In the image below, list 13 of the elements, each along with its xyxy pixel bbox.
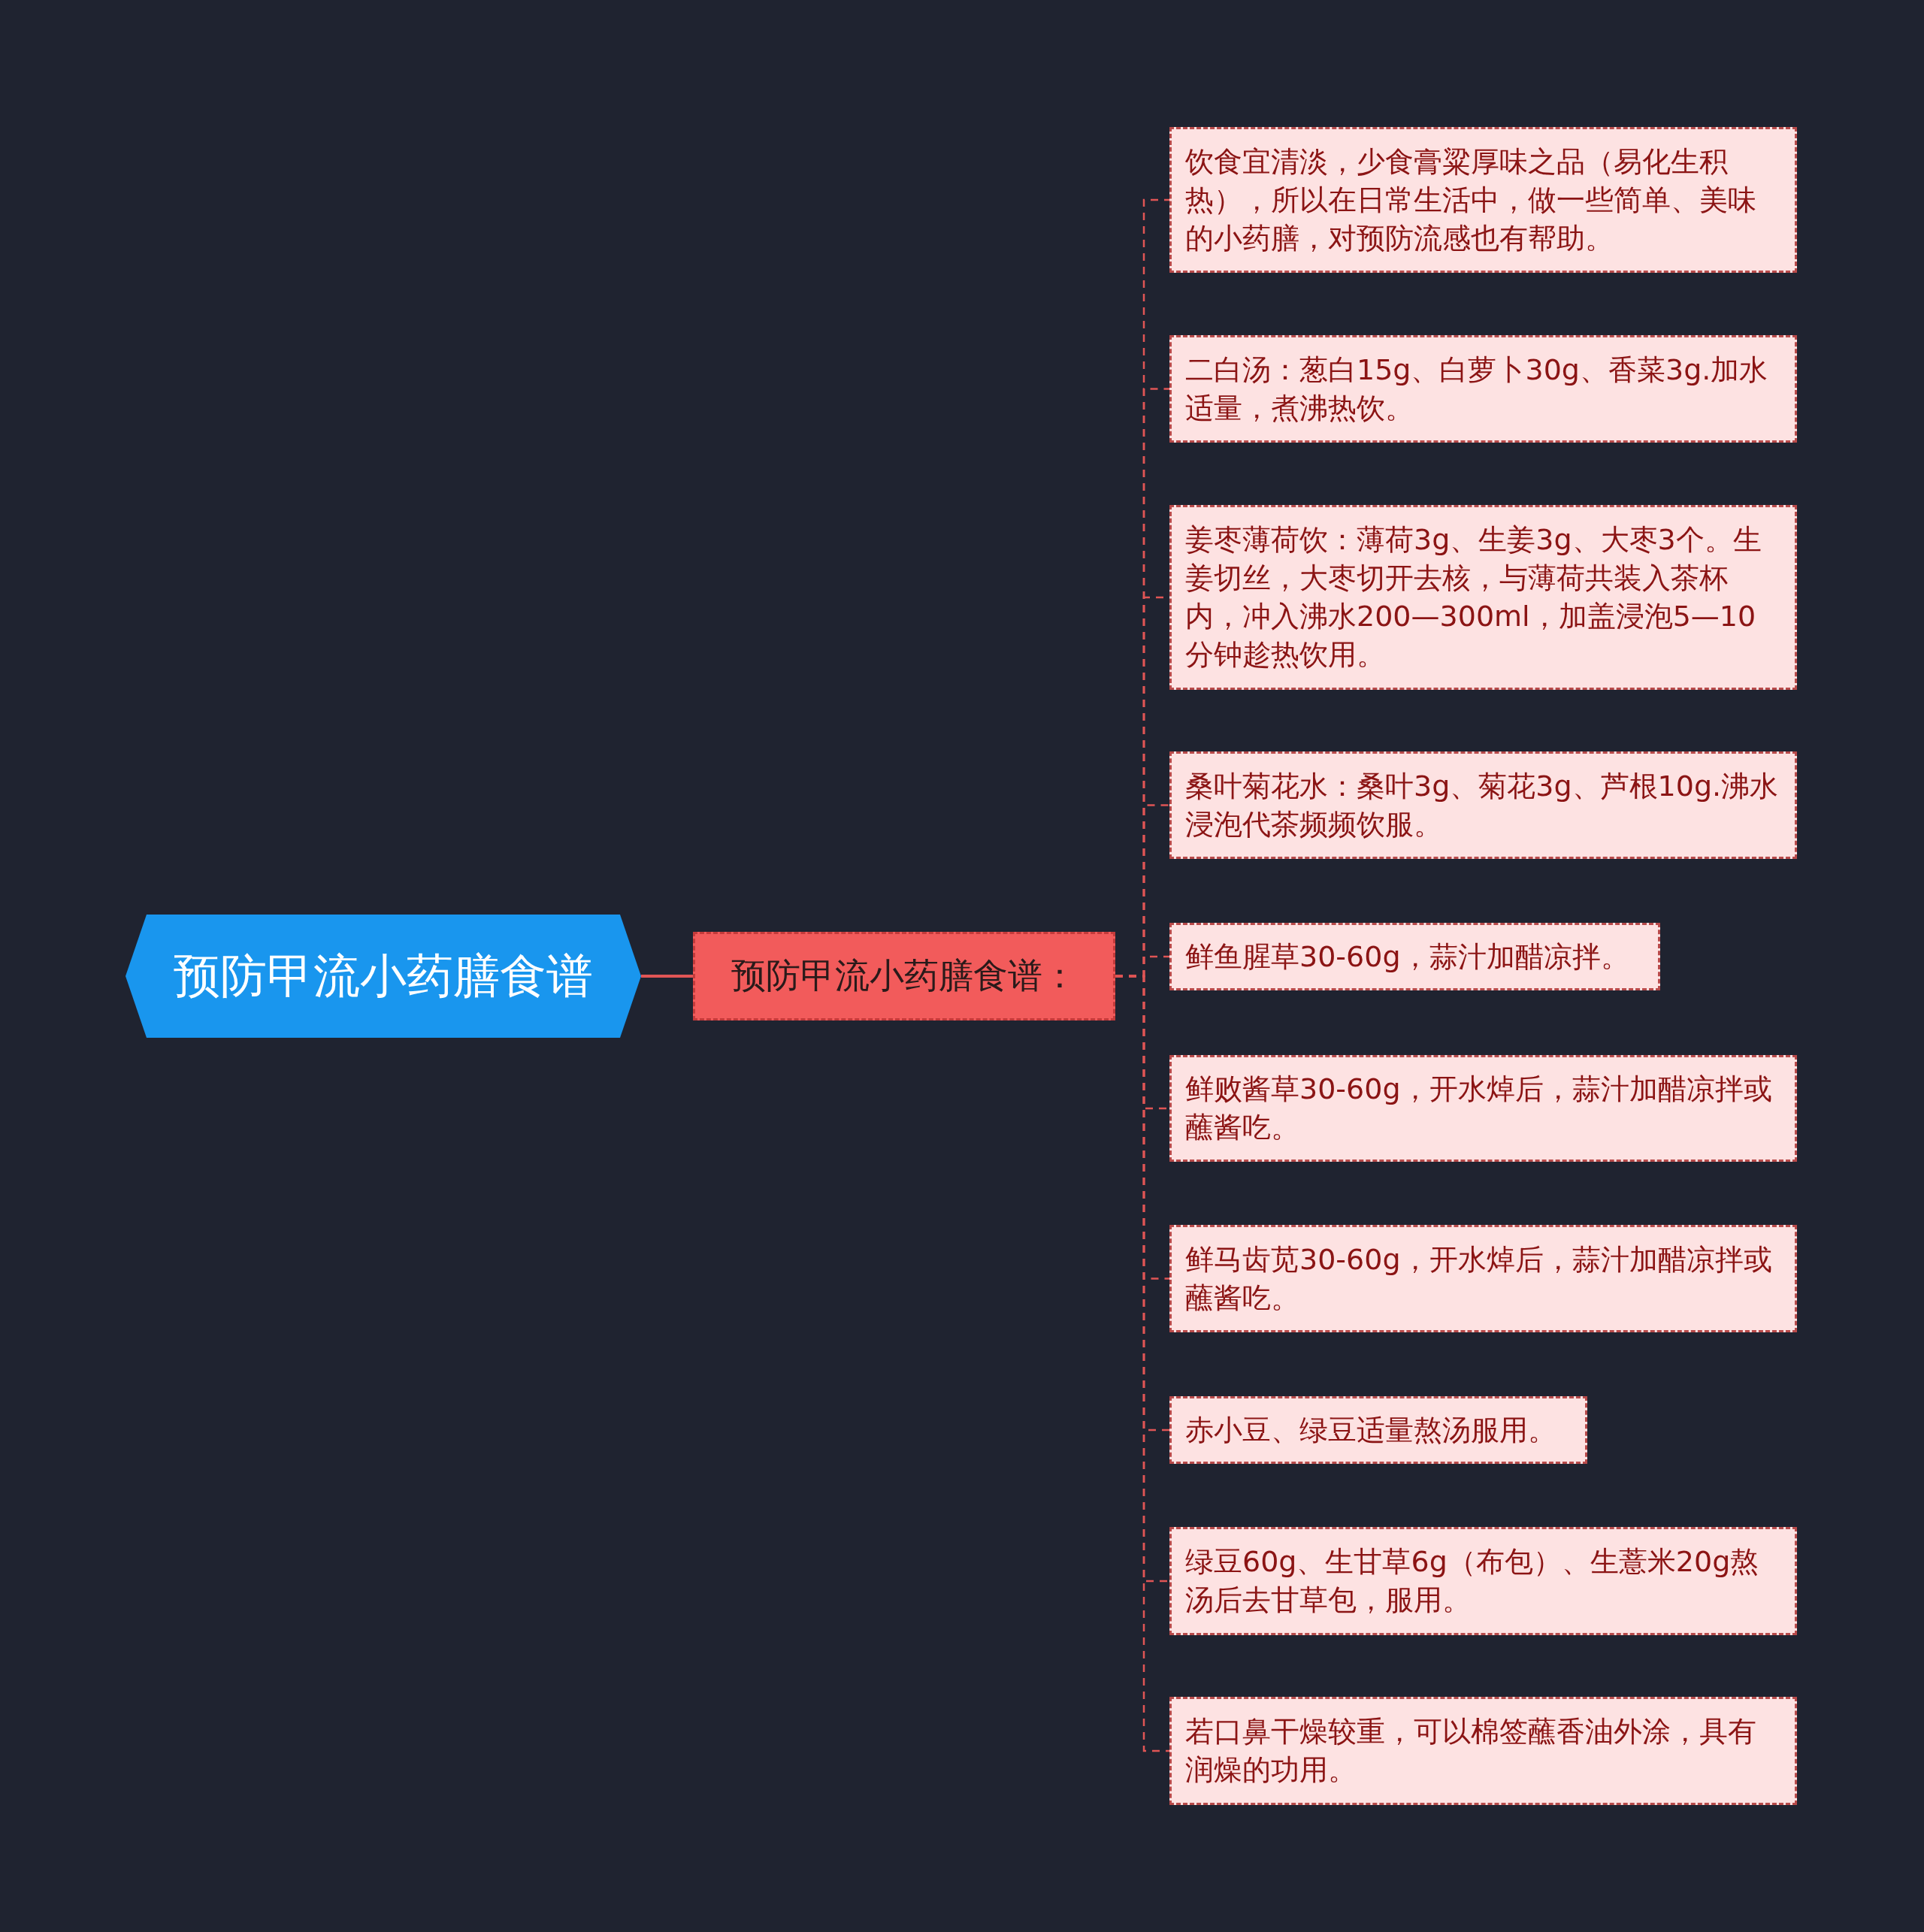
note-box: 饮食宜清淡，少食膏粱厚味之品（易化生积热），所以在日常生活中，做一些简单、美味的小药膳，对预防流感也有帮助。	[1169, 127, 1797, 273]
connector-line	[641, 975, 693, 978]
note-box: 鲜败酱草30-60g，开水焯后，蒜汁加醋凉拌或蘸酱吃。	[1169, 1055, 1797, 1162]
note-box: 姜枣薄荷饮：薄荷3g、生姜3g、大枣3个。生姜切丝，大枣切开去核，与薄荷共装入茶杯内，冲入沸水200—300ml，加盖浸泡5—10分钟趁热饮用。	[1169, 505, 1797, 690]
topic-title: 预防甲流小药膳食谱	[174, 948, 593, 1005]
note-box: 若口鼻干燥较重，可以棉签蘸香油外涂，具有润燥的功用。	[1169, 1697, 1797, 1805]
note-box: 桑叶菊花水：桑叶3g、菊花3g、芦根10g.沸水浸泡代茶频频饮服。	[1169, 751, 1797, 859]
branch-box: 预防甲流小药膳食谱：	[693, 932, 1115, 1020]
note-box: 赤小豆、绿豆适量熬汤服用。	[1169, 1396, 1587, 1464]
note-box: 鲜鱼腥草30-60g，蒜汁加醋凉拌。	[1169, 923, 1660, 990]
note-box: 鲜马齿苋30-60g，开水焯后，蒜汁加醋凉拌或蘸酱吃。	[1169, 1225, 1797, 1332]
note-box: 绿豆60g、生甘草6g（布包）、生薏米20g熬汤后去甘草包，服用。	[1169, 1527, 1797, 1635]
note-box: 二白汤：葱白15g、白萝卜30g、香菜3g.加水适量，煮沸热饮。	[1169, 335, 1797, 443]
